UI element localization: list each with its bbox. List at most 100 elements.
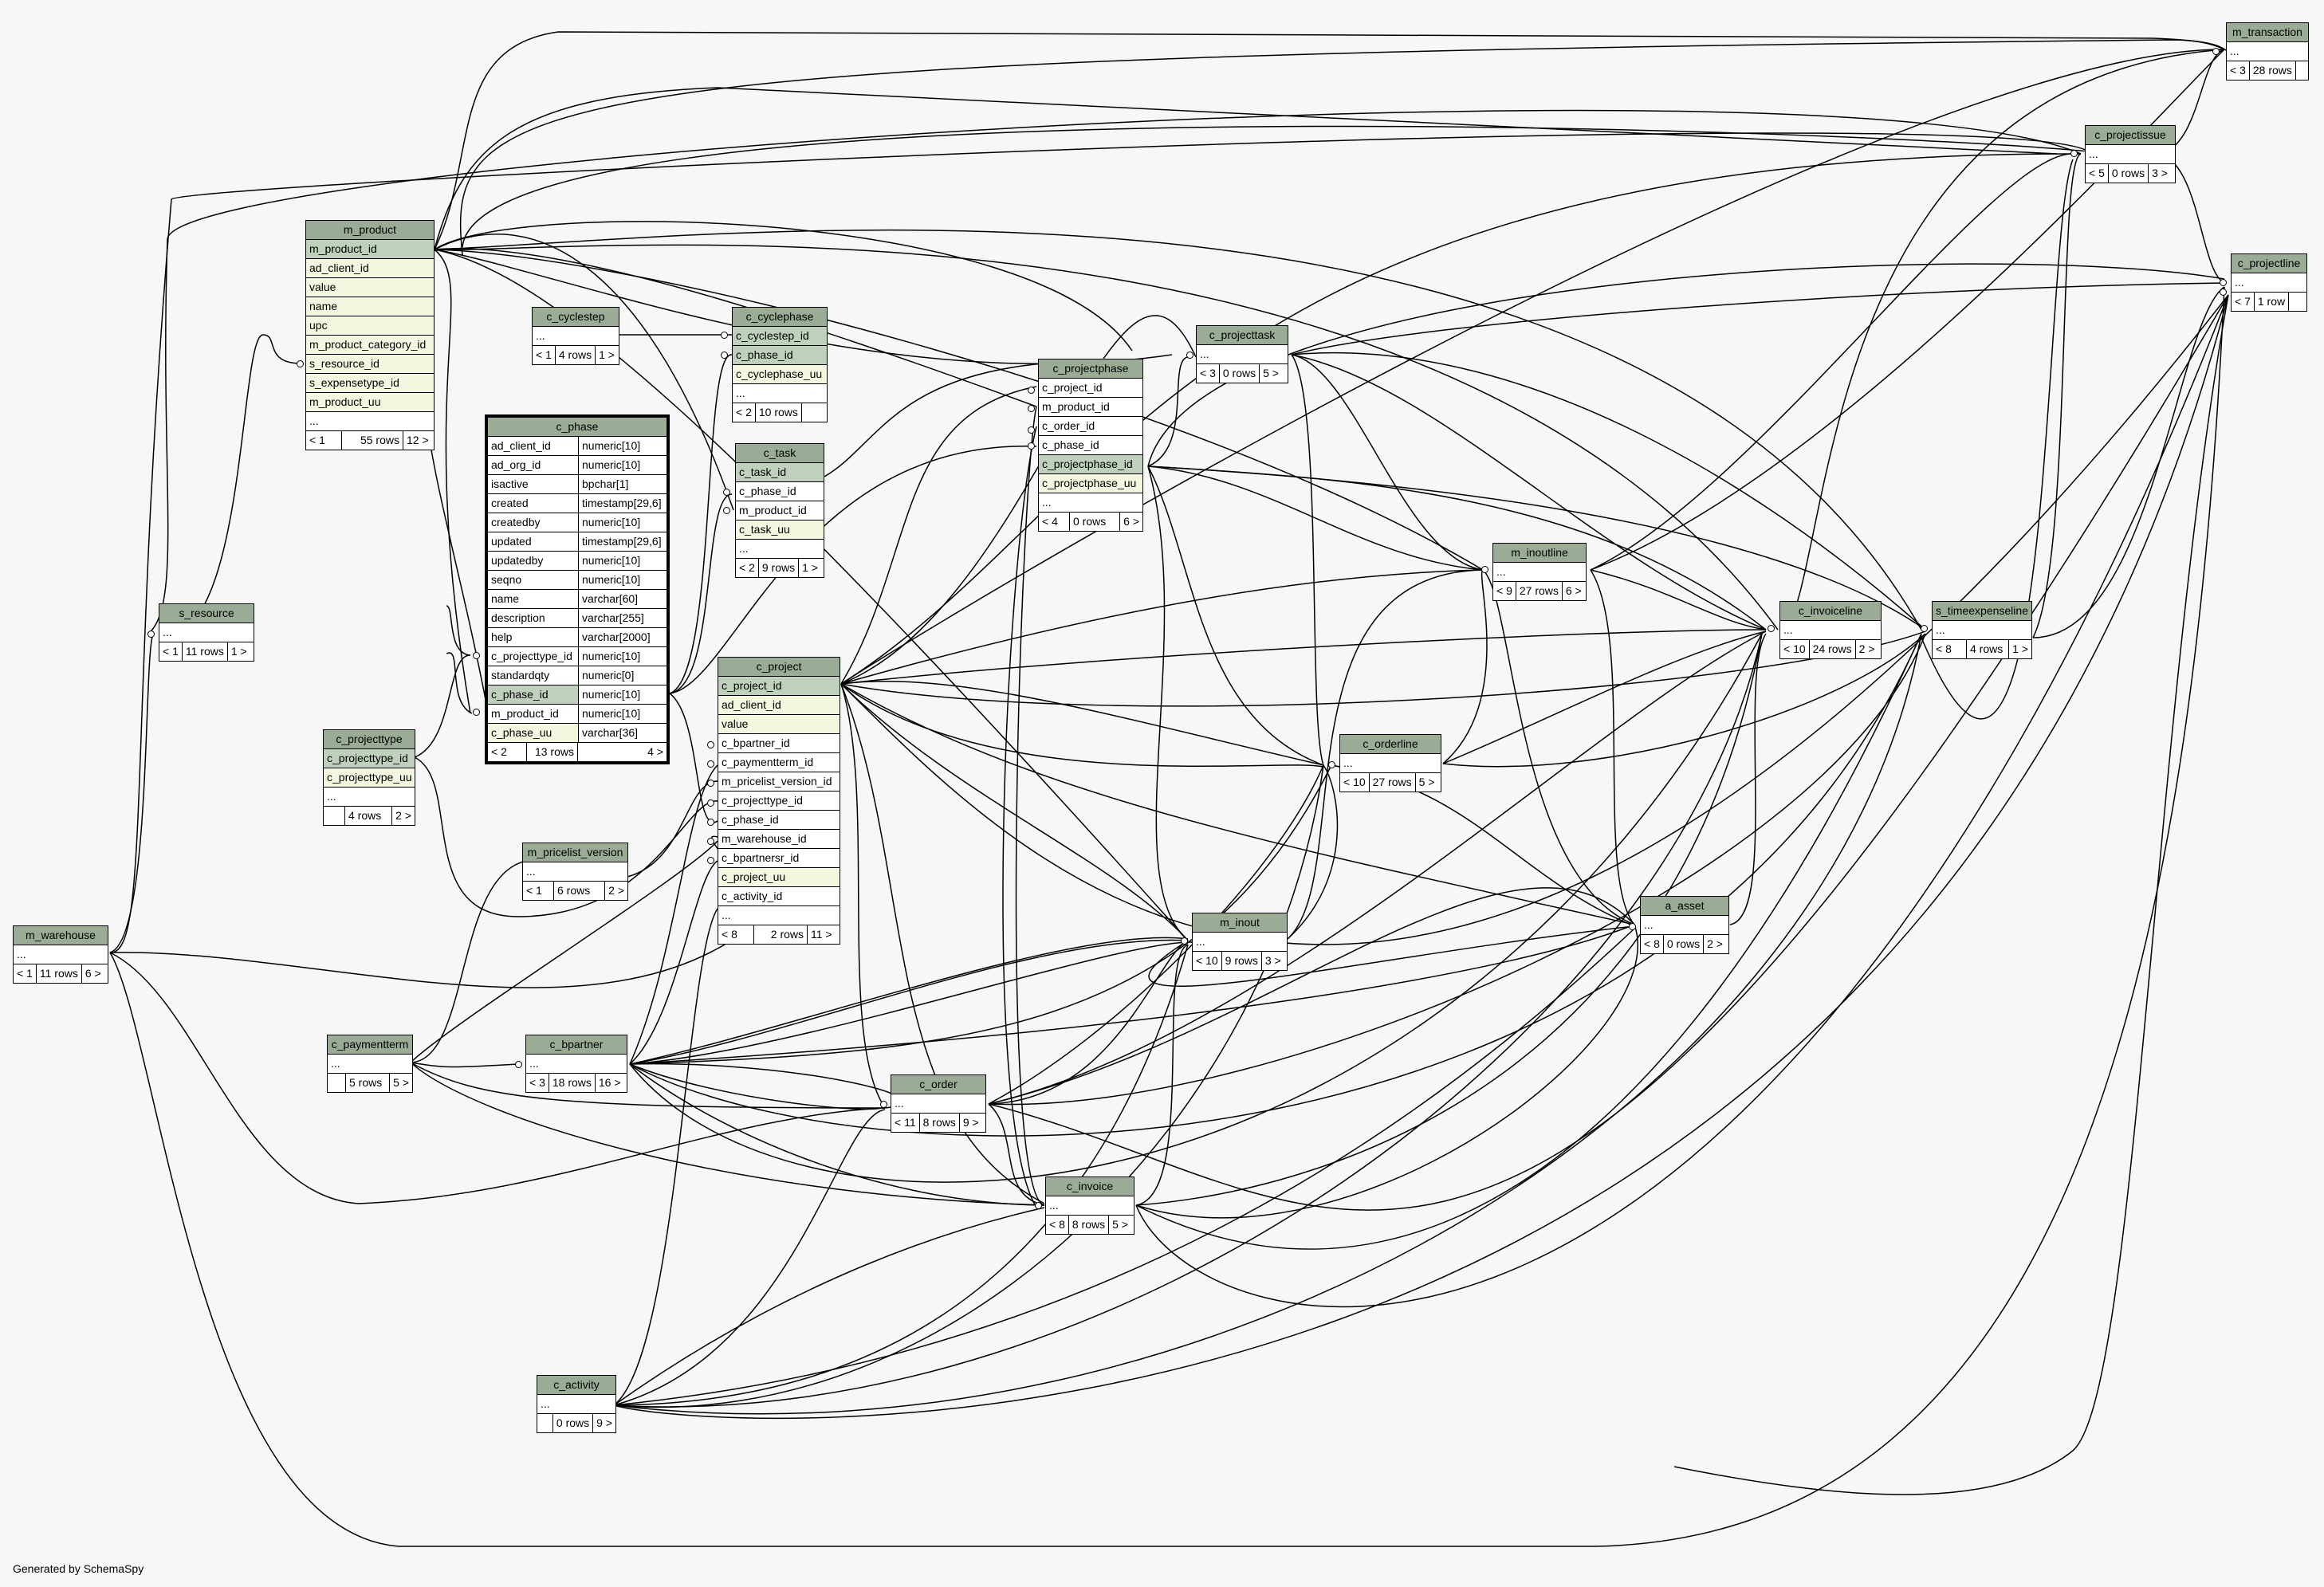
table-row: ... xyxy=(1641,916,1728,935)
table-row: value xyxy=(306,278,434,297)
table-row: s_expensetype_id xyxy=(306,374,434,393)
table-row: c_phase_id xyxy=(1039,436,1142,455)
table-m-product[interactable]: m_product m_product_id ad_client_id valu… xyxy=(305,220,435,450)
relationship-marker xyxy=(147,630,155,638)
table-title: c_paymentterm xyxy=(328,1035,412,1055)
table-title: m_product xyxy=(306,221,434,240)
table-title: s_timeexpenseline xyxy=(1933,602,2031,621)
table-c-projecttype[interactable]: c_projecttype c_projecttype_id c_project… xyxy=(323,729,415,826)
relationship-marker xyxy=(707,857,714,864)
table-row: ... xyxy=(2086,145,2175,164)
table-row: c_projecttype_uu xyxy=(324,768,415,788)
relationship-marker xyxy=(707,799,714,807)
table-title: a_asset xyxy=(1641,897,1728,916)
table-row: ... xyxy=(2232,273,2306,293)
table-title: c_orderline xyxy=(1340,735,1441,754)
table-c-cyclephase[interactable]: c_cyclephase c_cyclestep_id c_phase_id c… xyxy=(732,307,828,422)
table-row: ... xyxy=(891,1094,985,1114)
table-title: c_projectphase xyxy=(1039,359,1142,379)
table-row: ... xyxy=(1197,345,1288,364)
table-title: c_bpartner xyxy=(526,1035,627,1055)
table-row: m_product_id xyxy=(1039,398,1142,417)
relationship-marker xyxy=(707,760,714,768)
relationship-marker xyxy=(1629,923,1636,930)
relationship-marker xyxy=(723,507,730,514)
table-title: c_projecttask xyxy=(1197,326,1288,345)
table-row: c_projectphase_uu xyxy=(1039,474,1142,493)
table-row: ... xyxy=(1933,621,2031,640)
table-c-project[interactable]: c_project c_project_id ad_client_id valu… xyxy=(718,657,840,945)
table-row: ... xyxy=(306,412,434,431)
relationship-marker xyxy=(707,741,714,748)
table-title: c_task xyxy=(736,444,824,463)
table-title: m_warehouse xyxy=(14,926,108,945)
table-row: ... xyxy=(733,384,827,403)
table-row: s_resource_id xyxy=(306,355,434,374)
table-row: name xyxy=(306,297,434,316)
relationship-marker xyxy=(473,652,480,659)
relationship-marker xyxy=(721,332,728,339)
relationship-marker xyxy=(2070,150,2078,157)
relationship-marker xyxy=(1921,625,1928,632)
relationship-marker xyxy=(880,1101,887,1108)
table-title: m_pricelist_version xyxy=(523,843,627,862)
table-title: c_projecttype xyxy=(324,730,415,749)
table-title: c_cyclestep xyxy=(533,308,619,327)
table-row: ... xyxy=(1493,563,1586,582)
table-c-task[interactable]: c_task c_task_id c_phase_id m_product_id… xyxy=(735,443,824,578)
table-row: ... xyxy=(1193,933,1287,952)
table-row: ... xyxy=(1046,1196,1134,1216)
relationship-marker xyxy=(1028,405,1035,412)
table-c-projectphase[interactable]: c_projectphase c_project_id m_product_id… xyxy=(1038,359,1143,532)
table-title: c_phase xyxy=(488,418,667,437)
table-row: c_project_id xyxy=(718,677,840,696)
table-row: m_product_id xyxy=(736,501,824,520)
relationship-marker xyxy=(1181,937,1188,945)
relationship-marker xyxy=(515,1061,522,1068)
table-row: c_project_uu xyxy=(718,868,840,887)
table-row: m_product_uu xyxy=(306,393,434,412)
relationship-marker xyxy=(707,838,714,845)
relationship-marker xyxy=(1028,387,1035,394)
table-row: m_warehouse_id xyxy=(718,830,840,849)
